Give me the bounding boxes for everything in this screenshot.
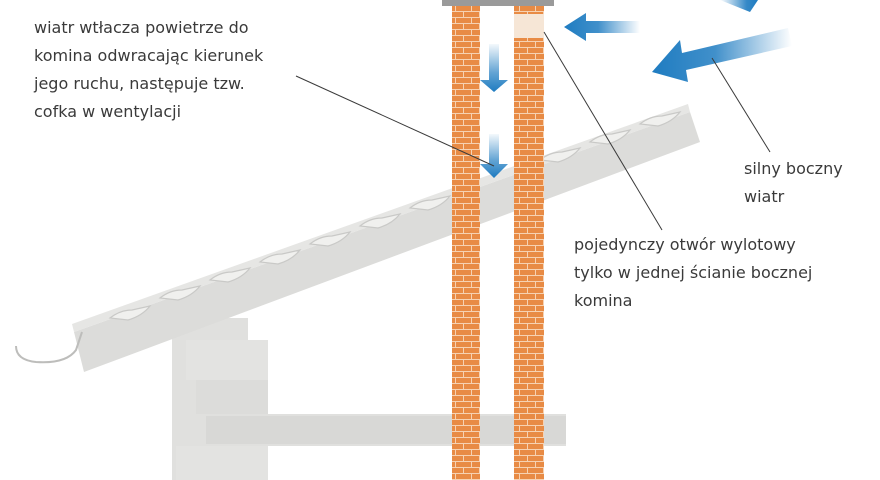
- wind-arrows: [564, 0, 792, 82]
- leader-opening: [543, 31, 663, 231]
- leader-backdraft: [295, 75, 495, 167]
- label-wind-line: silny boczny: [744, 159, 843, 178]
- roof-tiles: [108, 111, 682, 321]
- label-backdraft-line: jego ruchu, następuje tzw.: [34, 74, 245, 93]
- downdraft-arrows: [480, 44, 508, 178]
- label-backdraft-line: cofka w wentylacji: [34, 102, 182, 121]
- wind-arrow-top: [720, 0, 758, 12]
- label-opening-line: tylko w jednej ścianie bocznej: [574, 263, 813, 282]
- label-backdraft: wiatr wtłacza powietrze do komina odwrac…: [34, 14, 263, 126]
- outlet-opening: [514, 14, 544, 38]
- label-backdraft-line: wiatr wtłacza powietrze do: [34, 18, 249, 37]
- label-wind: silny boczny wiatr: [744, 155, 843, 211]
- downdraft-arrow-upper: [480, 44, 508, 92]
- label-wind-line: wiatr: [744, 187, 785, 206]
- label-backdraft-line: komina odwracając kierunek: [34, 46, 264, 65]
- wind-arrow-small: [564, 13, 640, 41]
- downdraft-arrow-lower: [480, 134, 508, 178]
- wind-arrow-large: [652, 28, 792, 82]
- leader-wind: [711, 57, 771, 153]
- label-opening: pojedynczy otwór wylotowy tylko w jednej…: [574, 231, 812, 315]
- chimney: [442, 0, 554, 480]
- label-opening-line: komina: [574, 291, 633, 310]
- label-opening-line: pojedynczy otwór wylotowy: [574, 235, 796, 254]
- chimney-cap: [442, 0, 554, 6]
- chimney-left-wall: [452, 6, 480, 480]
- gutter: [15, 331, 83, 364]
- chimney-right-wall: [514, 6, 544, 480]
- leader-lines: [295, 31, 771, 231]
- house-structure: [172, 318, 566, 480]
